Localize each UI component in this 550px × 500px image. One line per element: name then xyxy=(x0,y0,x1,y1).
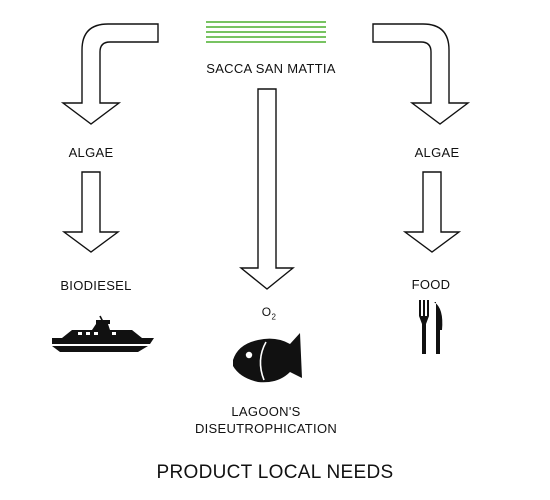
boat-icon xyxy=(52,315,154,352)
center-arrow xyxy=(239,88,295,290)
oxygen-subscript: 2 xyxy=(271,312,277,322)
left-down-arrow xyxy=(61,171,121,253)
oxygen-label: O2 xyxy=(240,305,298,321)
footer-title: PRODUCT LOCAL NEEDS xyxy=(156,462,394,483)
fork-knife-icon xyxy=(419,300,443,354)
lagoon-lines-icon xyxy=(206,21,326,43)
bent-arrow-right xyxy=(372,23,471,125)
lagoon-label-line1: LAGOON'S xyxy=(231,404,301,419)
lagoon-label-line2: DISEUTROPHICATION xyxy=(194,421,338,436)
right-algae-label: ALGAE xyxy=(414,145,460,160)
food-label: FOOD xyxy=(411,277,451,292)
oxygen-symbol: O xyxy=(261,305,272,319)
biodiesel-label: BIODIESEL xyxy=(60,278,132,293)
source-label: SACCA SAN MATTIA xyxy=(206,61,336,76)
left-algae-label: ALGAE xyxy=(68,145,114,160)
right-down-arrow xyxy=(402,171,462,253)
bent-arrow-left xyxy=(60,23,159,125)
fish-icon xyxy=(233,333,302,383)
